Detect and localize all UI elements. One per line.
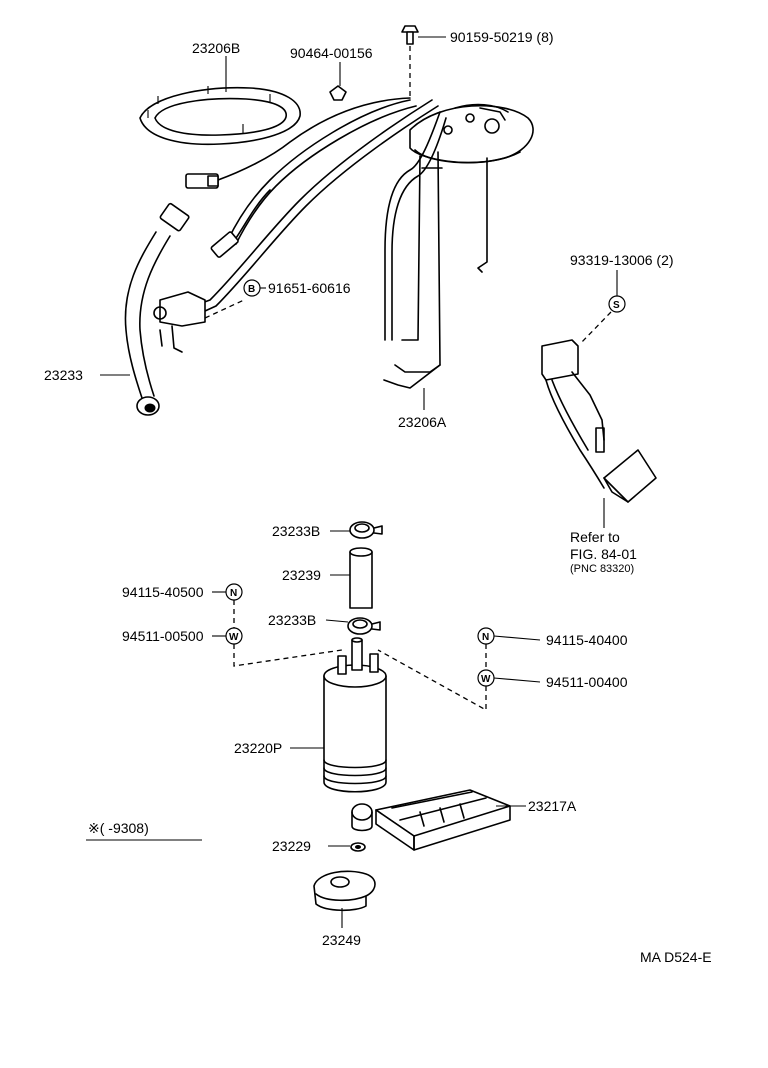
fuel-hose-23239 [349,547,373,609]
s-symbol [608,295,626,313]
label-90159-50219: 90159-50219 (8) [450,29,554,45]
hose-clamp-23233B-mid [347,617,381,635]
label-94115-40500: 94115-40500 [122,584,204,600]
svg-text:W: W [229,632,239,643]
label-23239: 23239 [282,567,321,583]
label-23206B: 23206B [192,40,240,56]
label-94511-00400: 94511-00400 [546,674,628,690]
pnc-reference: (PNC 83320) [570,563,634,575]
label-23206A: 23206A [398,414,447,430]
fuel-sender-gauge [541,339,657,503]
fuel-pump-23220P [323,637,387,793]
svg-text:W: W [481,674,491,685]
refer-to-label: Refer to [570,529,620,545]
fig-reference-link[interactable]: FIG. 84-01 [570,546,637,562]
label-23217A: 23217A [528,798,577,814]
label-23220P: 23220P [234,740,282,756]
tube-bracket [153,291,206,353]
screw-90159-50219 [401,25,419,45]
drawing-code: MA D524-E [640,949,712,965]
fuel-tubes [187,99,447,341]
svg-text:B: B [248,284,255,295]
label-90464-00156: 90464-00156 [290,45,373,61]
svg-text:S: S [613,300,620,311]
svg-text:N: N [230,588,237,599]
pump-bracket-23206A [383,104,534,389]
label-23233B-mid: 23233B [268,612,316,628]
label-23233: 23233 [44,367,83,383]
label-91651-60616: 91651-60616 [268,280,351,296]
fuel-filter-23217A [351,789,511,851]
wire-harness [185,97,509,258]
washer-23229 [350,842,366,852]
svg-text:N: N [482,632,489,643]
label-23249: 23249 [322,932,361,948]
pump-cushion-23249 [313,870,376,912]
clip-90464-00156 [329,85,347,101]
label-94511-00500: 94511-00500 [122,628,204,644]
gasket-23206B [139,86,301,146]
production-range-note: ※( -9308) [88,820,149,836]
label-94115-40400: 94115-40400 [546,632,628,648]
label-93319-13006: 93319-13006 (2) [570,252,674,268]
fuel-hose-23233 [124,202,190,416]
label-23233B-top: 23233B [272,523,320,539]
label-23229: 23229 [272,838,311,854]
hose-clamp-23233B-top [349,521,383,539]
